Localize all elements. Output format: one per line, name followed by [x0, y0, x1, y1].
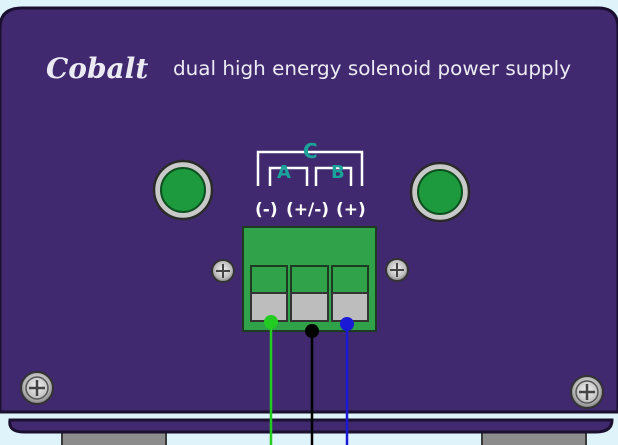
terminal-slot-1	[250, 265, 288, 322]
brand-logo: Cobalt	[46, 52, 148, 85]
green-led-left	[152, 159, 214, 221]
green-led-right	[409, 161, 471, 223]
terminal-slot-2	[290, 265, 329, 322]
terminal-screw-left	[211, 259, 235, 283]
terminal-slot-3	[331, 265, 369, 322]
label-a: A	[277, 162, 291, 183]
panel-title: dual high energy solenoid power supply	[173, 57, 571, 80]
connector-bracket-diagram	[256, 150, 364, 186]
polarity-label-negative: (-)	[255, 200, 278, 220]
polarity-label-common: (+/-)	[286, 200, 329, 220]
polarity-label-positive: (+)	[336, 200, 366, 220]
bracket-b	[314, 166, 353, 186]
panel-screw-bottom-left	[20, 371, 54, 405]
bracket-c	[256, 150, 364, 186]
terminal-screw-right	[385, 258, 409, 282]
bracket-a	[268, 166, 309, 186]
wire-negative	[264, 315, 278, 445]
wire-common	[305, 324, 319, 445]
label-c: C	[303, 139, 318, 163]
label-b: B	[331, 162, 345, 183]
panel-screw-bottom-right	[570, 375, 604, 409]
wire-positive	[340, 317, 354, 445]
front-panel	[0, 6, 618, 414]
